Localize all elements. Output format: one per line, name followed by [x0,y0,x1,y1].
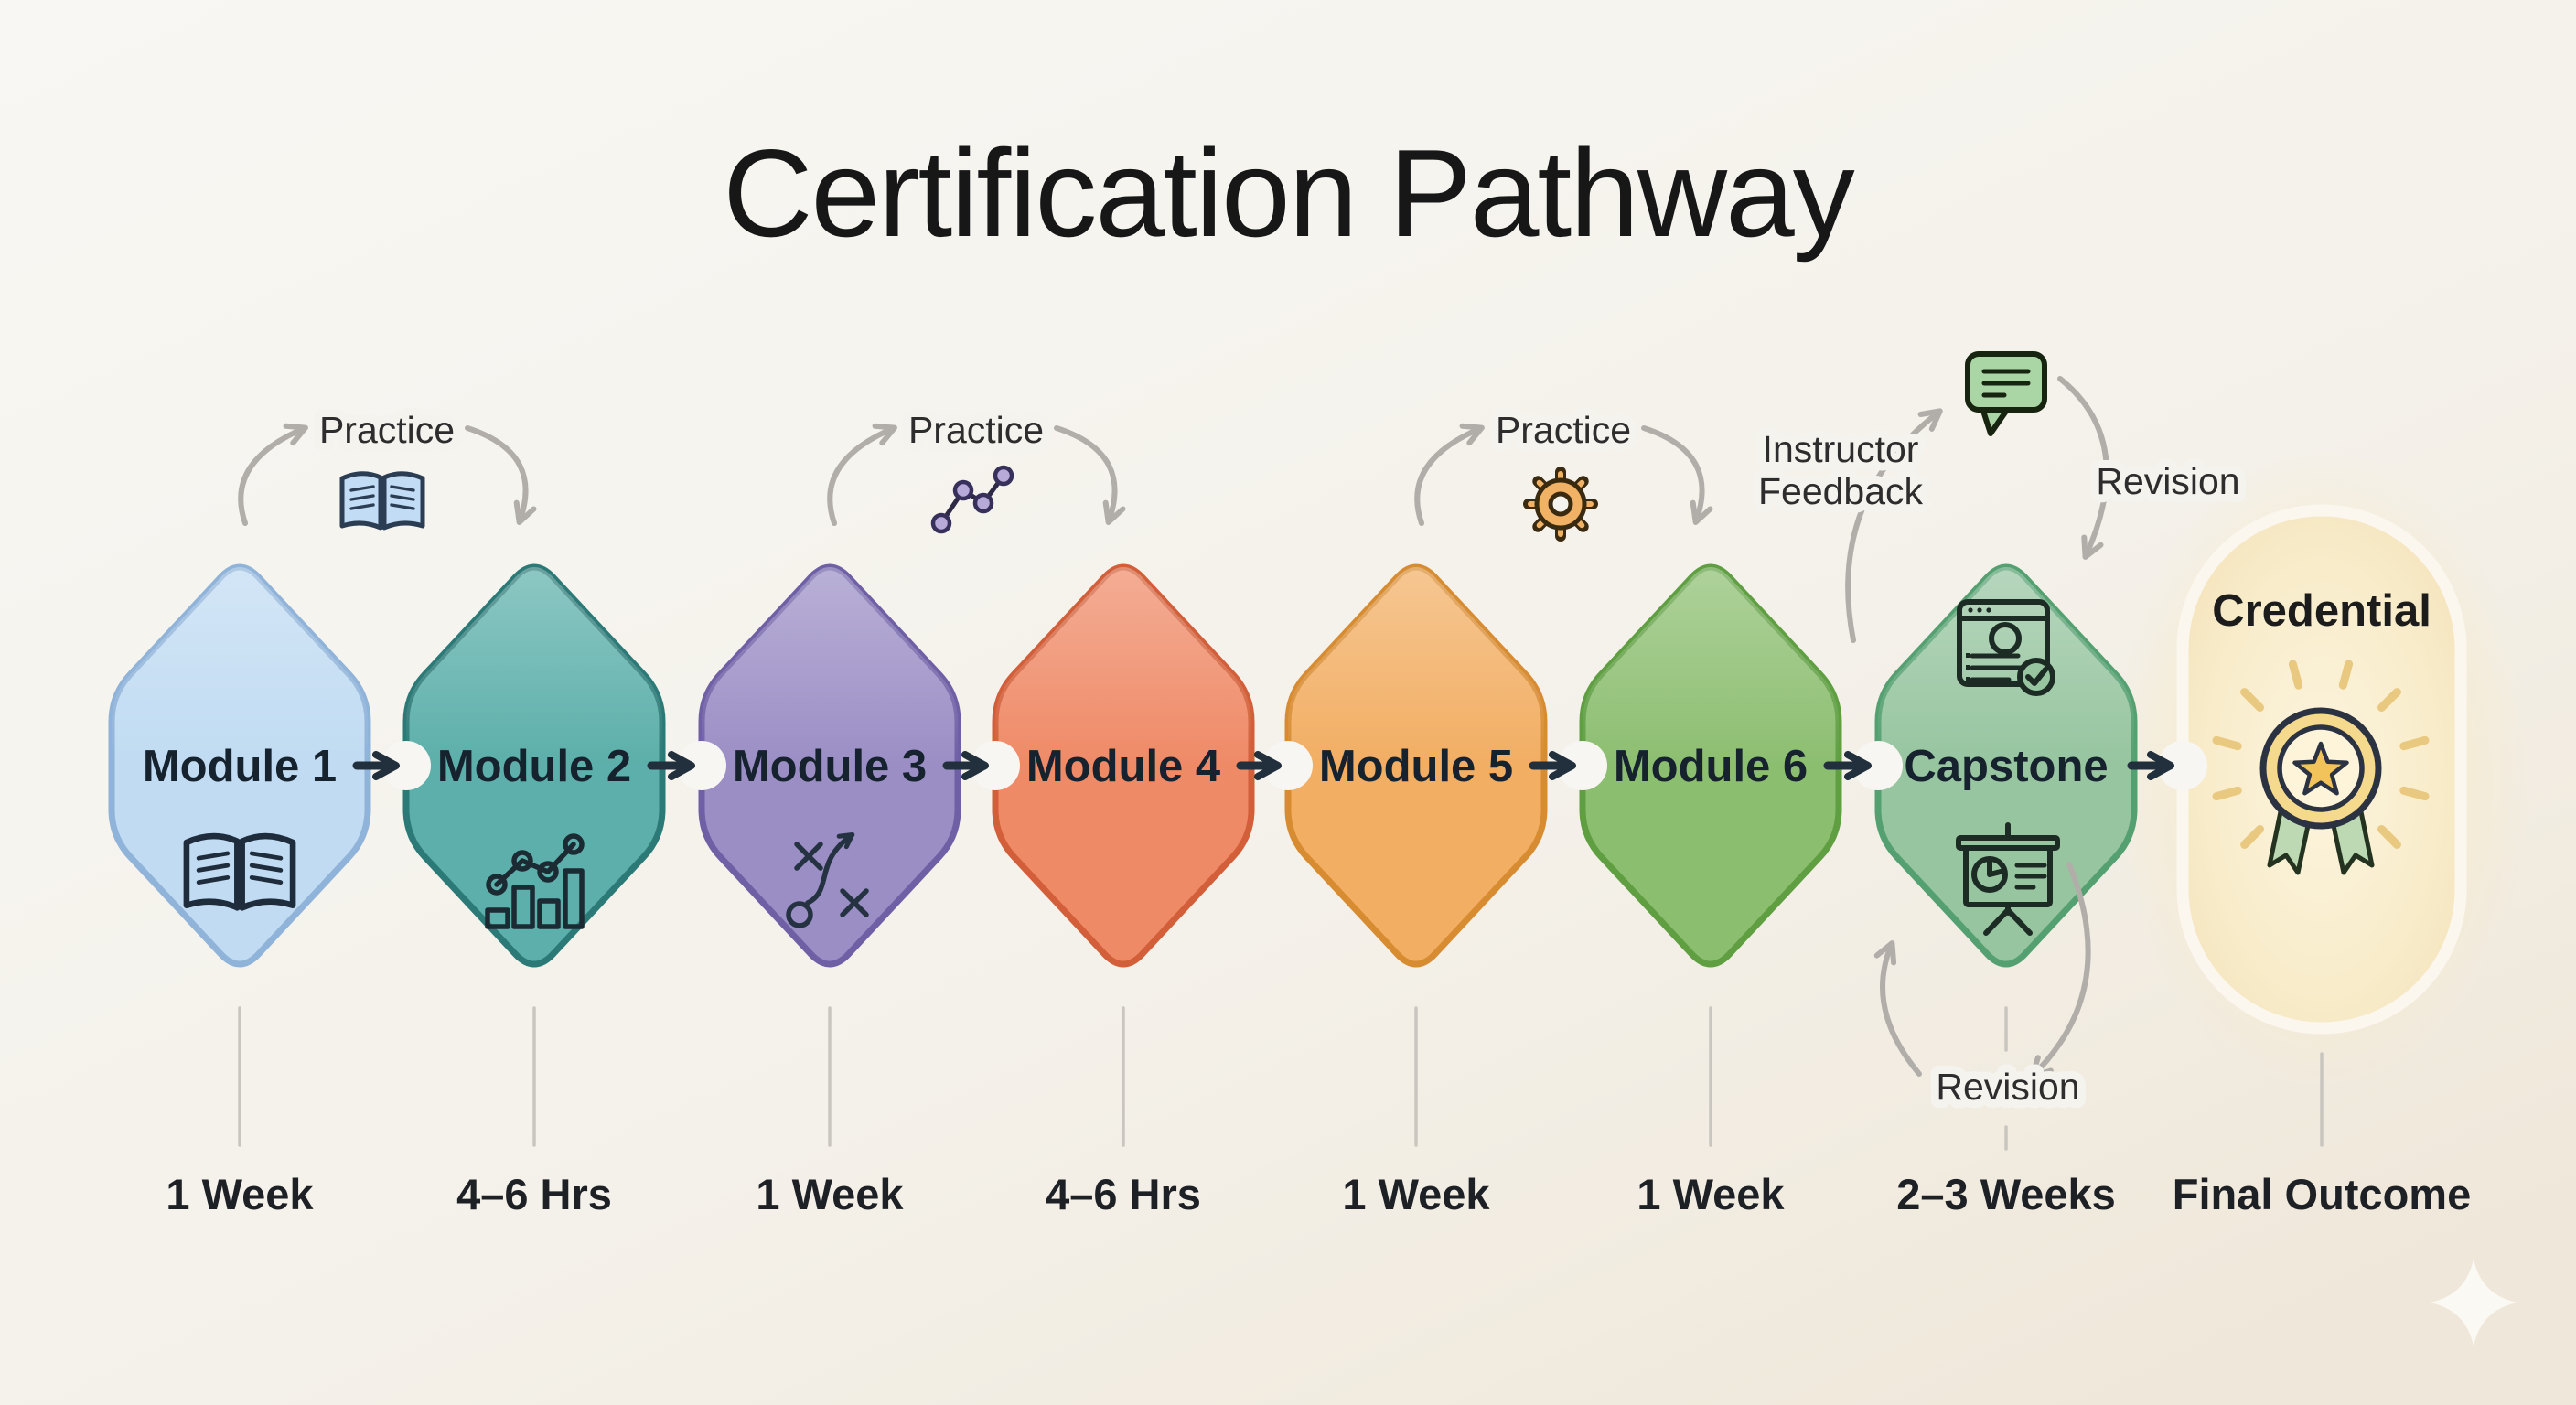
open-book-icon [183,832,296,911]
node-credential: Credential [2176,504,2467,1035]
practice-label: Practice [1496,409,1631,451]
loop-arc-down [1054,425,1126,525]
loop-arc-up [1873,940,1922,1077]
practice-label: Practice [908,409,1044,451]
instructor-feedback-label-line2: Feedback [1758,470,1924,512]
node-label: Capstone [1904,742,2108,791]
gear-icon [1523,467,1598,542]
presentation-icon [1956,822,2060,936]
node-label: Module 2 [437,742,631,791]
loop-arc-up [1845,408,1943,643]
duration-label: 4–6 Hrs [1046,1170,1201,1218]
practice-loop-2: Practice [827,401,1126,534]
medal-rays [2212,660,2430,849]
practice-label: Practice [319,409,455,451]
bar-chart-icon [485,833,585,929]
node-label: Module 5 [1319,742,1513,791]
loop-arc-up [238,423,308,526]
node-module-5: Module 5 [1288,567,2576,1405]
duration-label: 1 Week [756,1170,904,1218]
node-label: Module 4 [1026,742,1220,791]
revision-label-top: Revision [2096,460,2239,502]
duration-label: 2–3 Weeks [1896,1170,2116,1218]
duration-connectors [238,1006,2324,1151]
node-module-3: Module 3 [702,567,958,964]
diagram-title: Certification Pathway [723,123,1854,263]
loop-arc-down [2029,862,2091,1079]
node-label: Module 1 [143,742,337,791]
node-module-1: Module 1 [112,567,368,964]
loop-arc-up [1414,423,1485,526]
comment-icon [1965,351,2047,436]
instructor-feedback-label-line1: Instructor [1763,428,1919,470]
duration-label: 4–6 Hrs [456,1170,612,1218]
duration-row: 1 Week 4–6 Hrs 1 Week 4–6 Hrs 1 Week 1 W… [166,1170,2471,1218]
revision-label-bottom: Revision [1936,1066,2079,1108]
loop-arc-down [465,425,537,525]
duration-label: 1 Week [1637,1170,1785,1218]
capstone-revision-loop: Revision [1873,862,2091,1116]
capstone-feedback-loop: Instructor Feedback Revision [1750,351,2249,643]
node-module-4: Module 4 [995,567,2294,1405]
duration-label: 1 Week [166,1170,314,1218]
strategy-icon [786,831,869,928]
scatter-icon [930,465,1014,534]
star-icon [2292,741,2349,796]
duration-label: Final Outcome [2173,1170,2471,1218]
loop-arc-up [827,423,897,526]
loop-arc-down [2057,376,2109,560]
node-capstone: Capstone [1878,567,2134,964]
node-module-2: Module 2 [406,567,662,964]
node-label: Module 6 [1614,742,1808,791]
node-label: Credential [2212,586,2431,636]
book-icon [339,471,425,531]
flow-arrows [352,741,2207,790]
duration-label: 1 Week [1342,1170,1490,1218]
submission-review-icon [1957,599,2055,696]
loop-arc-down [1641,425,1713,525]
node-module-6: Module 6 [1583,567,2576,1405]
practice-loop-3: Practice [1414,401,1713,542]
node-label: Module 3 [733,742,927,791]
medal-icon [2212,660,2430,875]
sparkle-icon [2430,1259,2517,1346]
practice-loop-1: Practice [238,401,537,531]
